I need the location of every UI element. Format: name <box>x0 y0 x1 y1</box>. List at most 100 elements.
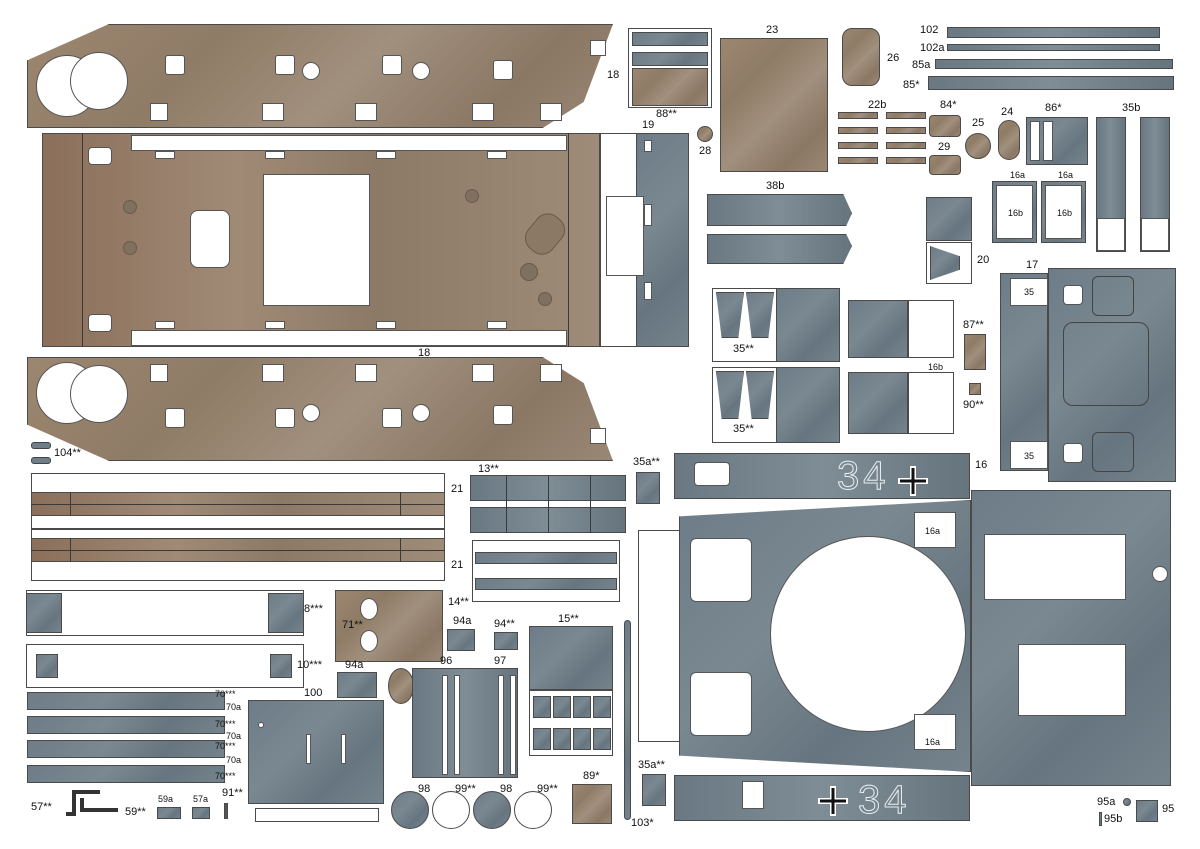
hole <box>690 538 752 602</box>
hatch-outline <box>1063 322 1149 406</box>
part-label: 35** <box>733 423 754 435</box>
hole <box>1045 185 1082 239</box>
hole <box>341 734 346 764</box>
hole <box>88 147 112 165</box>
part-16b-box <box>848 372 908 434</box>
part-label: 25 <box>972 117 985 129</box>
part-26 <box>842 28 880 86</box>
hole <box>540 364 562 382</box>
hole <box>914 714 956 750</box>
part-label: 16a <box>925 526 941 536</box>
part-label: 16b <box>928 362 944 372</box>
hole <box>1010 278 1048 306</box>
hole <box>1043 121 1053 161</box>
part-10 <box>270 654 292 678</box>
part-35-panel <box>776 367 840 443</box>
part-57a <box>192 807 210 819</box>
part-95 <box>1136 800 1158 822</box>
part-label: 102 <box>920 24 939 36</box>
hole <box>493 405 513 425</box>
line <box>506 475 507 533</box>
part-label: 88** <box>656 108 677 120</box>
part-label: 70*** <box>215 689 236 699</box>
hole <box>265 321 285 329</box>
hole <box>914 512 956 548</box>
part-24 <box>998 120 1020 160</box>
part-20 <box>926 197 972 241</box>
part-28-disc <box>697 126 713 142</box>
part-95a <box>1123 798 1131 806</box>
part-label: 19 <box>642 119 655 131</box>
part-label: 95a <box>1097 796 1116 808</box>
part-label: 71** <box>342 619 363 631</box>
hole <box>150 364 168 382</box>
part-label: 23 <box>766 24 779 36</box>
hole <box>155 151 175 159</box>
hole <box>155 321 175 329</box>
part-15-tab <box>573 728 591 750</box>
hole <box>590 428 606 444</box>
part-label: 94a <box>345 659 364 671</box>
hole <box>165 408 185 428</box>
hole <box>1097 218 1125 251</box>
part-22b <box>838 142 878 149</box>
part-label: 100 <box>304 687 323 699</box>
part-17 <box>1000 273 1048 471</box>
part-104-a <box>31 442 51 449</box>
part-label: 84* <box>940 99 957 111</box>
part-22b <box>886 142 926 149</box>
hole <box>487 151 507 159</box>
part-label: 35a** <box>638 759 665 771</box>
part-label: 85a <box>912 59 931 71</box>
hole <box>1030 121 1040 161</box>
part-label: 57a <box>193 794 209 804</box>
part-8 <box>268 593 304 633</box>
part-25 <box>965 133 991 159</box>
part-99-disc <box>514 791 552 829</box>
part-label: 18 <box>418 347 431 359</box>
part-15 <box>529 626 613 690</box>
hole <box>70 365 128 423</box>
part-10 <box>36 654 58 678</box>
part-70a <box>27 716 225 734</box>
part-35a <box>642 774 666 806</box>
part-59-rod <box>80 798 118 812</box>
line <box>568 133 569 347</box>
hole <box>376 321 396 329</box>
hole <box>472 364 494 382</box>
part-label: 13** <box>478 463 499 475</box>
bolt <box>123 241 137 255</box>
part-label: 35 <box>1024 451 1035 461</box>
hole <box>262 103 284 121</box>
part-89 <box>572 784 612 824</box>
part-label: 16a <box>1010 170 1026 180</box>
hole <box>275 55 295 75</box>
part-15-tab <box>553 696 571 718</box>
part-95b <box>1099 812 1102 826</box>
part-label: 89* <box>583 770 600 782</box>
part-94a-roll <box>388 668 414 704</box>
part-label: 59** <box>125 806 146 818</box>
hole <box>376 151 396 159</box>
line <box>548 475 549 533</box>
hole <box>262 364 284 382</box>
part-label: 16b <box>1057 208 1073 218</box>
hole <box>644 204 652 226</box>
part-label: 10*** <box>297 659 323 671</box>
part-label: 35 <box>1024 287 1035 297</box>
part-label: 8*** <box>304 603 323 615</box>
part-15-tab <box>533 728 551 750</box>
part-98-wheel <box>391 791 429 829</box>
part-label: 70a <box>226 755 242 765</box>
hole <box>454 675 460 775</box>
part-22b <box>886 127 926 134</box>
hole <box>590 40 606 56</box>
part-88 <box>632 32 708 46</box>
part-15-tab <box>593 696 611 718</box>
part-label: 96 <box>440 655 453 667</box>
bolt <box>123 200 137 214</box>
part-label: 29 <box>938 141 951 153</box>
part-label: 24 <box>1001 106 1014 118</box>
balkenkreuz-icon <box>898 466 928 496</box>
bolt <box>465 189 479 203</box>
